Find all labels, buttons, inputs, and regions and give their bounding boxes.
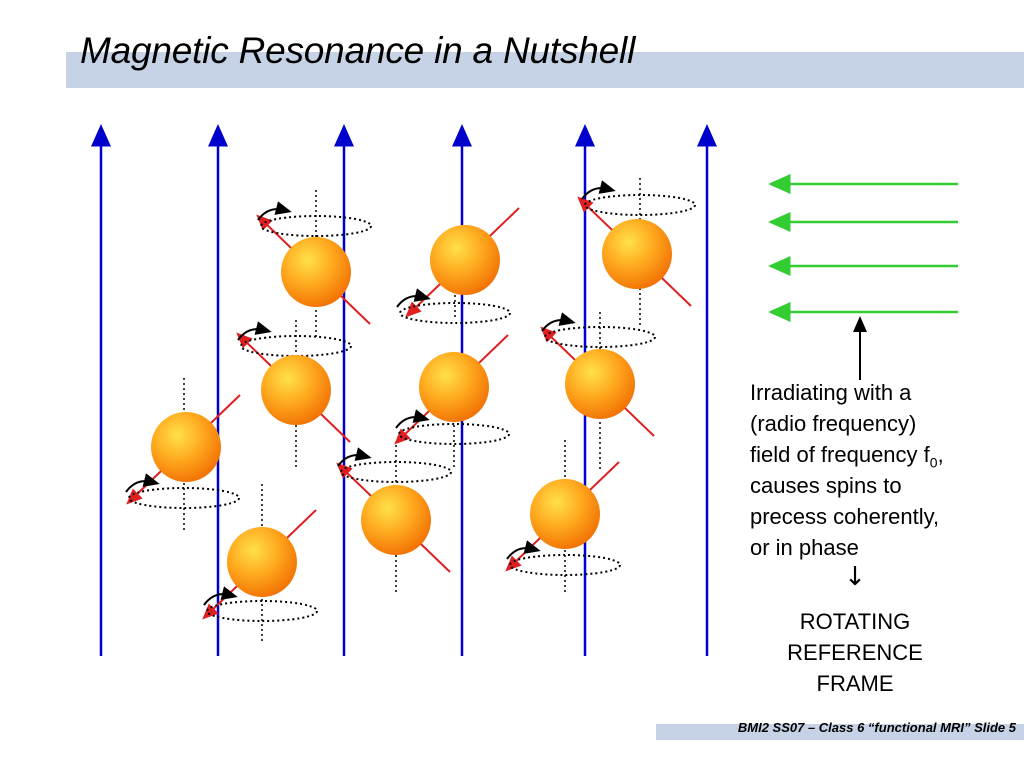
- rotation-arrow-icon: [541, 312, 576, 332]
- slide-title: Magnetic Resonance in a Nutshell: [80, 30, 636, 71]
- precession-ellipse: [584, 194, 696, 216]
- title-band: [66, 52, 1024, 88]
- precession-ellipse: [399, 302, 511, 324]
- nucleus-sphere: [565, 349, 635, 419]
- rotation-arrow-icon: [506, 540, 541, 560]
- rf-caption: Irradiating with a (radio frequency) fie…: [750, 380, 944, 560]
- nucleus-sphere: [227, 527, 297, 597]
- down-arrow-icon: ↓: [844, 562, 866, 592]
- nucleus-sphere: [151, 412, 221, 482]
- rotating-frame-label: ROTATING REFERENCE FRAME: [787, 609, 923, 696]
- spin-8: [336, 445, 452, 592]
- rotation-arrow-icon: [237, 321, 272, 341]
- nucleus-sphere: [281, 237, 351, 307]
- precession-ellipse: [206, 600, 318, 622]
- nucleus-sphere: [361, 485, 431, 555]
- spin-3: [577, 178, 696, 325]
- rotation-arrow-icon: [395, 409, 430, 429]
- precession-ellipse: [260, 215, 372, 237]
- nucleus-sphere: [430, 225, 500, 295]
- precession-ellipse: [398, 423, 510, 445]
- spin-10: [202, 484, 318, 643]
- spin-1: [256, 190, 372, 340]
- spin-4: [236, 320, 352, 470]
- footer-band: [656, 724, 1024, 740]
- precession-ellipse: [544, 326, 656, 348]
- nucleus-sphere: [602, 219, 672, 289]
- rotation-arrow-icon: [396, 288, 431, 308]
- precession-ellipse: [128, 487, 240, 509]
- nucleus-sphere: [419, 352, 489, 422]
- spin-5: [394, 334, 510, 470]
- slide-footer: BMI2 SS07 – Class 6 “functional MRI” Sli…: [737, 720, 1016, 735]
- spin-2: [396, 207, 520, 324]
- nucleus-sphere: [261, 355, 331, 425]
- spin-9: [505, 440, 621, 592]
- rotation-arrow-icon: [203, 586, 238, 606]
- spin-7: [125, 378, 241, 533]
- rotation-arrow-icon: [125, 473, 160, 493]
- precession-ellipse: [240, 335, 352, 357]
- spin-6: [540, 312, 656, 470]
- nucleus-sphere: [530, 479, 600, 549]
- rotation-arrow-icon: [581, 180, 616, 200]
- precession-ellipse: [509, 554, 621, 576]
- rotation-arrow-icon: [257, 201, 292, 221]
- rotation-arrow-icon: [337, 447, 372, 467]
- precession-ellipse: [340, 461, 452, 483]
- spin-group: [125, 178, 696, 643]
